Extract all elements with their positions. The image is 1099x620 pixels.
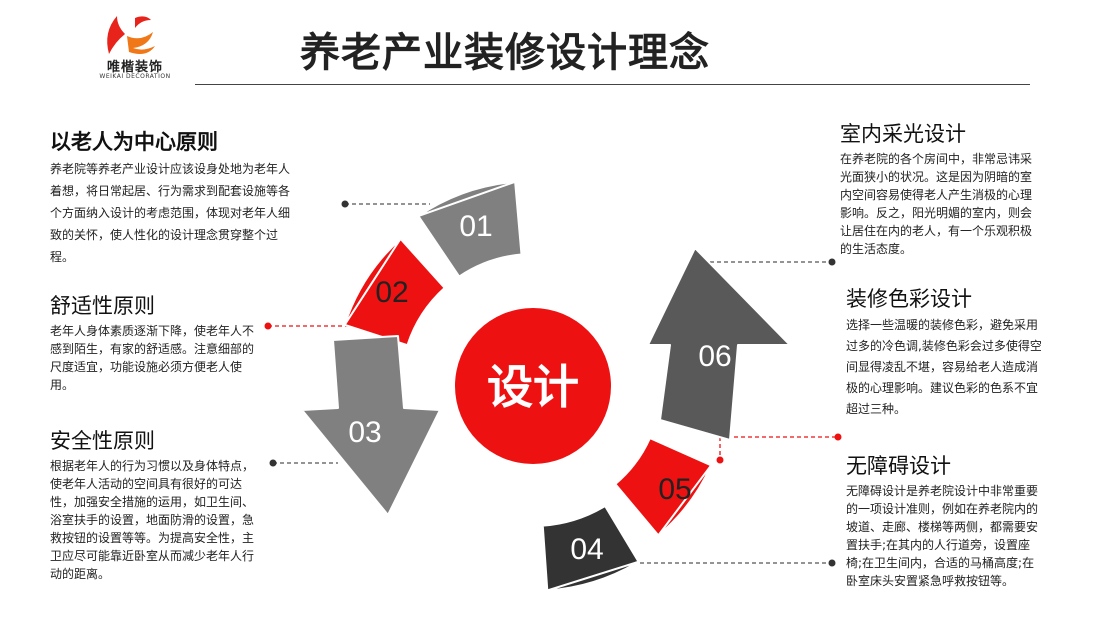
section-text: 养老院等养老产业设计应该设身处地为老年人着想，将日常起居、行为需求到配套设施等各… — [50, 162, 291, 264]
logo-flame-icon — [107, 16, 155, 54]
segment-03 — [301, 335, 441, 516]
segment-02 — [343, 237, 446, 347]
logo-subtext: WEIKAI DECORATION — [99, 73, 171, 80]
section-title: 安全性原则 — [50, 429, 155, 453]
segment-06 — [647, 247, 791, 441]
design-barrier-free: 无障碍设计 无障碍设计是养老院设计中非常重要的一项设计准则，例如在养老院内的坡道… — [846, 450, 1042, 590]
connector-dot — [264, 322, 272, 330]
section-title: 舒适性原则 — [50, 294, 155, 318]
principle-safety: 安全性原则 根据老年人的行为习惯以及身体特点，使老年人活动的空间具有很好的可达性… — [50, 425, 262, 583]
segment-label: 02 — [375, 276, 408, 309]
title-underline — [195, 84, 1030, 85]
section-title: 以老人为中心原则 — [50, 130, 218, 154]
connector-dot — [828, 559, 836, 567]
logo-text: 唯楷装饰 — [106, 60, 163, 75]
segment-label: 03 — [348, 416, 381, 449]
section-title: 无障碍设计 — [846, 454, 951, 478]
connector-dot — [716, 456, 724, 464]
principle-elder-centered: 以老人为中心原则 养老院等养老产业设计应该设身处地为老年人着想，将日常起居、行为… — [50, 126, 290, 268]
segment-label: 06 — [698, 340, 731, 373]
connector-dot — [269, 459, 277, 467]
segment-label: 05 — [658, 473, 691, 506]
connector-dot — [828, 258, 836, 266]
section-text: 选择一些温暖的装修色彩，避免采用过多的冷色调,装修色彩会过多使得空间显得凌乱不堪… — [846, 318, 1042, 416]
segment-label: 04 — [570, 533, 603, 566]
segment-01 — [417, 180, 523, 278]
center-label: 设计 — [487, 360, 579, 414]
principle-comfort: 舒适性原则 老年人身体素质逐渐下降，使老年人不感到陌生，有家的舒适感。注意细部的… — [50, 290, 260, 394]
section-text: 根据老年人的行为习惯以及身体特点，使老年人活动的空间具有很好的可达性，加强安全措… — [50, 459, 255, 581]
design-lighting: 室内采光设计 在养老院的各个房间中，非常忌讳采光面狭小的状况。这是因为阴暗的室内… — [840, 118, 1040, 258]
section-text: 老年人身体素质逐渐下降，使老年人不感到陌生，有家的舒适感。注意细部的尺度适宜，功… — [50, 324, 255, 392]
connector-dot — [834, 433, 842, 441]
segment-04 — [541, 505, 640, 592]
connector-dot — [341, 200, 349, 208]
segment-label: 01 — [459, 210, 492, 243]
design-color: 装修色彩设计 选择一些温暖的装修色彩，避免采用过多的冷色调,装修色彩会过多使得空… — [846, 283, 1042, 420]
logo: 唯楷装饰 WEIKAI DECORATION — [95, 12, 175, 84]
section-title: 室内采光设计 — [840, 122, 966, 146]
section-text: 在养老院的各个房间中，非常忌讳采光面狭小的状况。这是因为阴暗的室内空间容易使得老… — [840, 152, 1033, 256]
segment-05 — [614, 437, 713, 537]
section-text: 无障碍设计是养老院设计中非常重要的一项设计准则，例如在养老院内的坡道、走廊、楼梯… — [846, 484, 1039, 588]
section-title: 装修色彩设计 — [846, 287, 972, 311]
page-title: 养老产业装修设计理念 — [300, 30, 710, 76]
center-circle — [455, 308, 611, 464]
